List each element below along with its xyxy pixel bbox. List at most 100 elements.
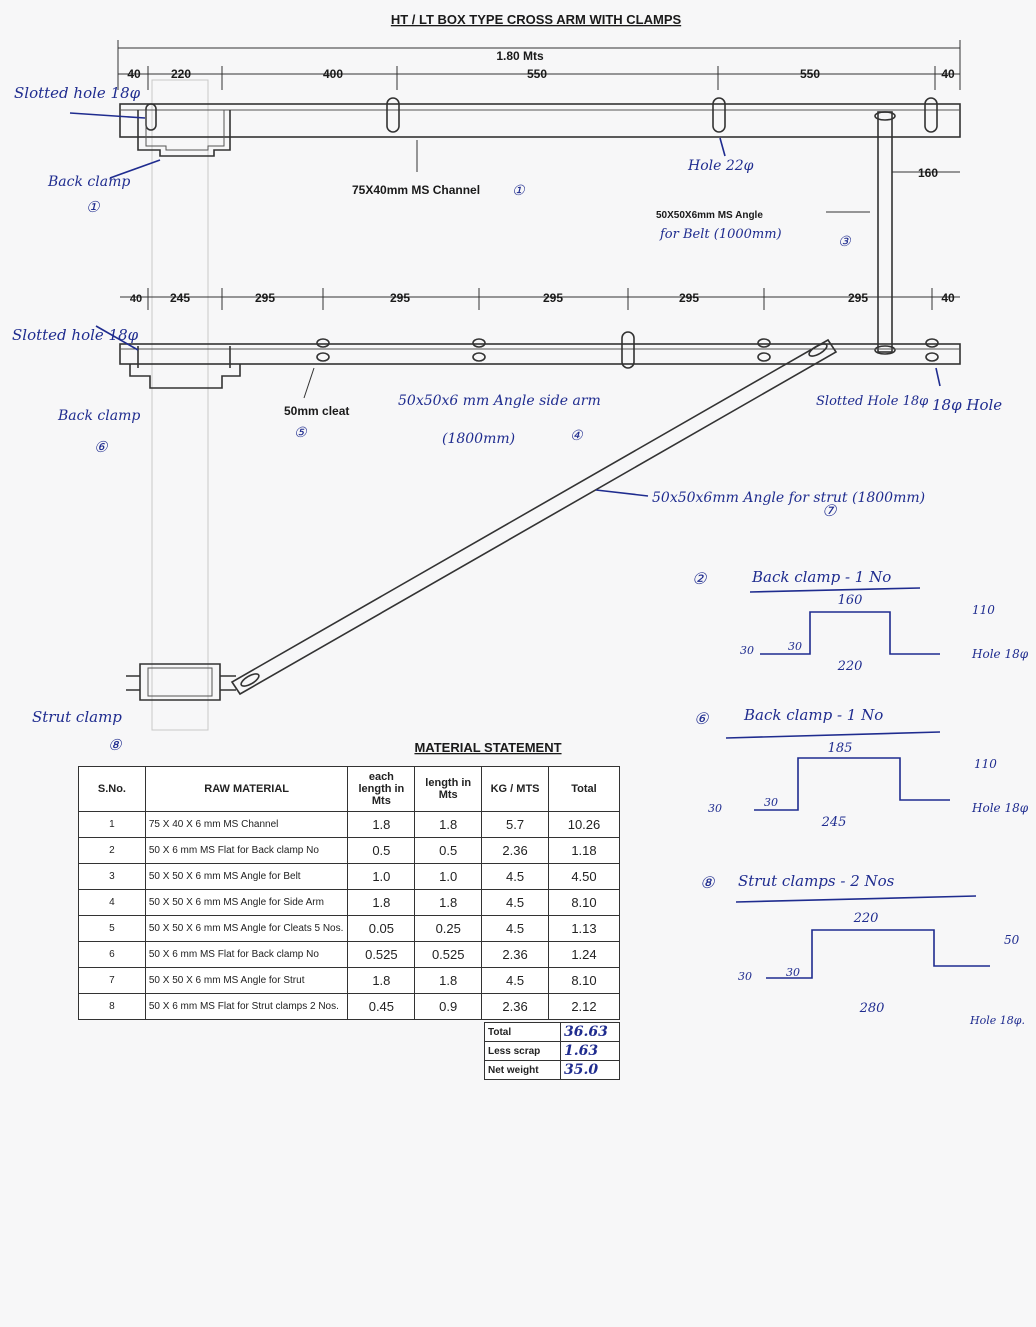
back-clamp-top-inner: [145, 110, 225, 151]
cell: 5.7: [481, 811, 549, 838]
leader: [935, 367, 941, 387]
clamp-detail-flange-right: 30: [788, 640, 802, 653]
side-dim-245: 245: [170, 291, 190, 305]
side-dim-ticks: [147, 288, 933, 310]
clamp-detail-1: ② Back clamp - 1 No 160 220 30 30 110 Ho…: [692, 568, 1029, 674]
dim-160: 160: [918, 166, 938, 180]
back-clamp-side: [129, 364, 241, 389]
slotted-hole-label-top: Slotted hole 18φ: [14, 84, 141, 102]
clamp-detail-hole: Hole 18φ.: [969, 1014, 1025, 1027]
clamp-detail-flange-left: 30: [740, 644, 754, 657]
header-kg-mts: KG / MTS: [481, 766, 549, 812]
belt-angle: [877, 111, 893, 353]
cell: 1.8: [414, 967, 483, 994]
slotted-hole-top: [145, 103, 157, 131]
clamp-detail-flange-left: 30: [738, 970, 752, 983]
cell: 7: [78, 967, 146, 994]
clamp-detail-height: 110: [972, 603, 995, 617]
cell: 0.5: [414, 837, 483, 864]
cell: 4.5: [481, 915, 549, 942]
clamp-detail-flange-right: 30: [764, 796, 778, 809]
strut-label: 50x50x6mm Angle for strut (1800mm): [652, 490, 925, 506]
cell: 2.36: [481, 993, 549, 1020]
cell: 1.8: [347, 967, 416, 994]
clamp-detail-num: ⑥: [694, 709, 710, 728]
belt-angle-label: 50X50X6mm MS Angle: [656, 210, 763, 221]
clamp-detail-shape: [754, 757, 950, 811]
cell: 4.5: [481, 967, 549, 994]
clamp-detail-flange-left: 30: [708, 802, 722, 815]
top-dim-400: 400: [323, 67, 343, 81]
clamp-detail-num: ⑧: [700, 873, 716, 892]
pole-outline: [151, 79, 209, 731]
clamp-detail-num: ②: [692, 569, 708, 588]
cell: 2: [78, 837, 146, 864]
side-dim-295-2: 295: [390, 291, 410, 305]
cell: 1.18: [547, 837, 621, 864]
cell: 0.525: [414, 941, 483, 968]
hole-top-1: [386, 97, 400, 133]
hole-18-right: 18φ Hole: [932, 396, 1002, 414]
leader: [69, 112, 146, 119]
cell: 1.8: [414, 889, 483, 916]
back-clamp-label-top: Back clamp: [47, 174, 130, 190]
side-arm-holes: [316, 331, 939, 369]
cell: 0.525: [347, 941, 416, 968]
slotted-hole-right: Slotted Hole 18φ: [816, 394, 929, 409]
back-clamp-top: [137, 110, 231, 157]
cell: 6: [78, 941, 146, 968]
leader: [719, 137, 726, 157]
clamp-detail-shape: [766, 929, 990, 979]
back-clamp-label-side: Back clamp: [57, 408, 140, 424]
cell: 2.36: [481, 837, 549, 864]
leader: [109, 159, 161, 179]
clamp-detail-top: 220: [853, 911, 879, 926]
header-raw-material: RAW MATERIAL: [144, 766, 349, 812]
totals-value: 36.63: [560, 1022, 620, 1042]
strut-clamp: [139, 663, 221, 701]
strut-leader: [595, 489, 649, 497]
clamp-detail-shape: [760, 611, 940, 655]
side-dim-40-left: 40: [130, 293, 142, 305]
clamp-detail-title: Strut clamps - 2 Nos: [738, 872, 895, 890]
top-dim-550-a: 550: [527, 67, 547, 81]
cell: 8: [78, 993, 146, 1020]
top-dim-40-right: 40: [941, 67, 955, 81]
cell: 1.8: [414, 811, 483, 838]
clamp-detail-flange-right: 30: [786, 966, 800, 979]
side-dim-40-right: 40: [941, 291, 955, 305]
strut-clamp-num: ⑧: [108, 736, 123, 754]
cell: 0.25: [414, 915, 483, 942]
cell: 50 X 50 X 6 mm MS Angle for Side Arm: [144, 889, 349, 916]
material-statement-title: MATERIAL STATEMENT: [414, 740, 561, 755]
header-total: Total: [547, 766, 621, 812]
clamp-detail-top: 185: [828, 741, 853, 756]
strut-num: ⑦: [822, 501, 838, 520]
top-dim-550-b: 550: [800, 67, 820, 81]
clamp-detail-title: Back clamp - 1 No: [743, 706, 883, 724]
back-clamp-num-side: ⑥: [94, 438, 109, 456]
leader: [303, 367, 315, 399]
slotted-hole-label-side: Slotted hole 18φ: [12, 326, 139, 344]
side-angle-num: ④: [570, 428, 584, 444]
clamp-detail-height: 110: [974, 757, 997, 771]
top-dim-220: 220: [171, 67, 191, 81]
clamp-detail-bottom: 245: [821, 815, 847, 830]
side-dim-295-3: 295: [543, 291, 563, 305]
header-length: length in Mts: [414, 766, 483, 812]
cell: 8.10: [547, 889, 621, 916]
cell: 3: [78, 863, 146, 890]
clamp-detail-3: ⑧ Strut clamps - 2 Nos 220 280 30 30 50 …: [700, 872, 1025, 1027]
top-dim-40-left: 40: [127, 67, 141, 81]
table-header-row: S.No. RAW MATERIAL each length in Mts le…: [78, 766, 621, 812]
belt-angle-num: ③: [838, 234, 852, 250]
material-statement-table: S.No. RAW MATERIAL each length in Mts le…: [78, 766, 621, 1020]
strut-angle: [230, 338, 838, 696]
